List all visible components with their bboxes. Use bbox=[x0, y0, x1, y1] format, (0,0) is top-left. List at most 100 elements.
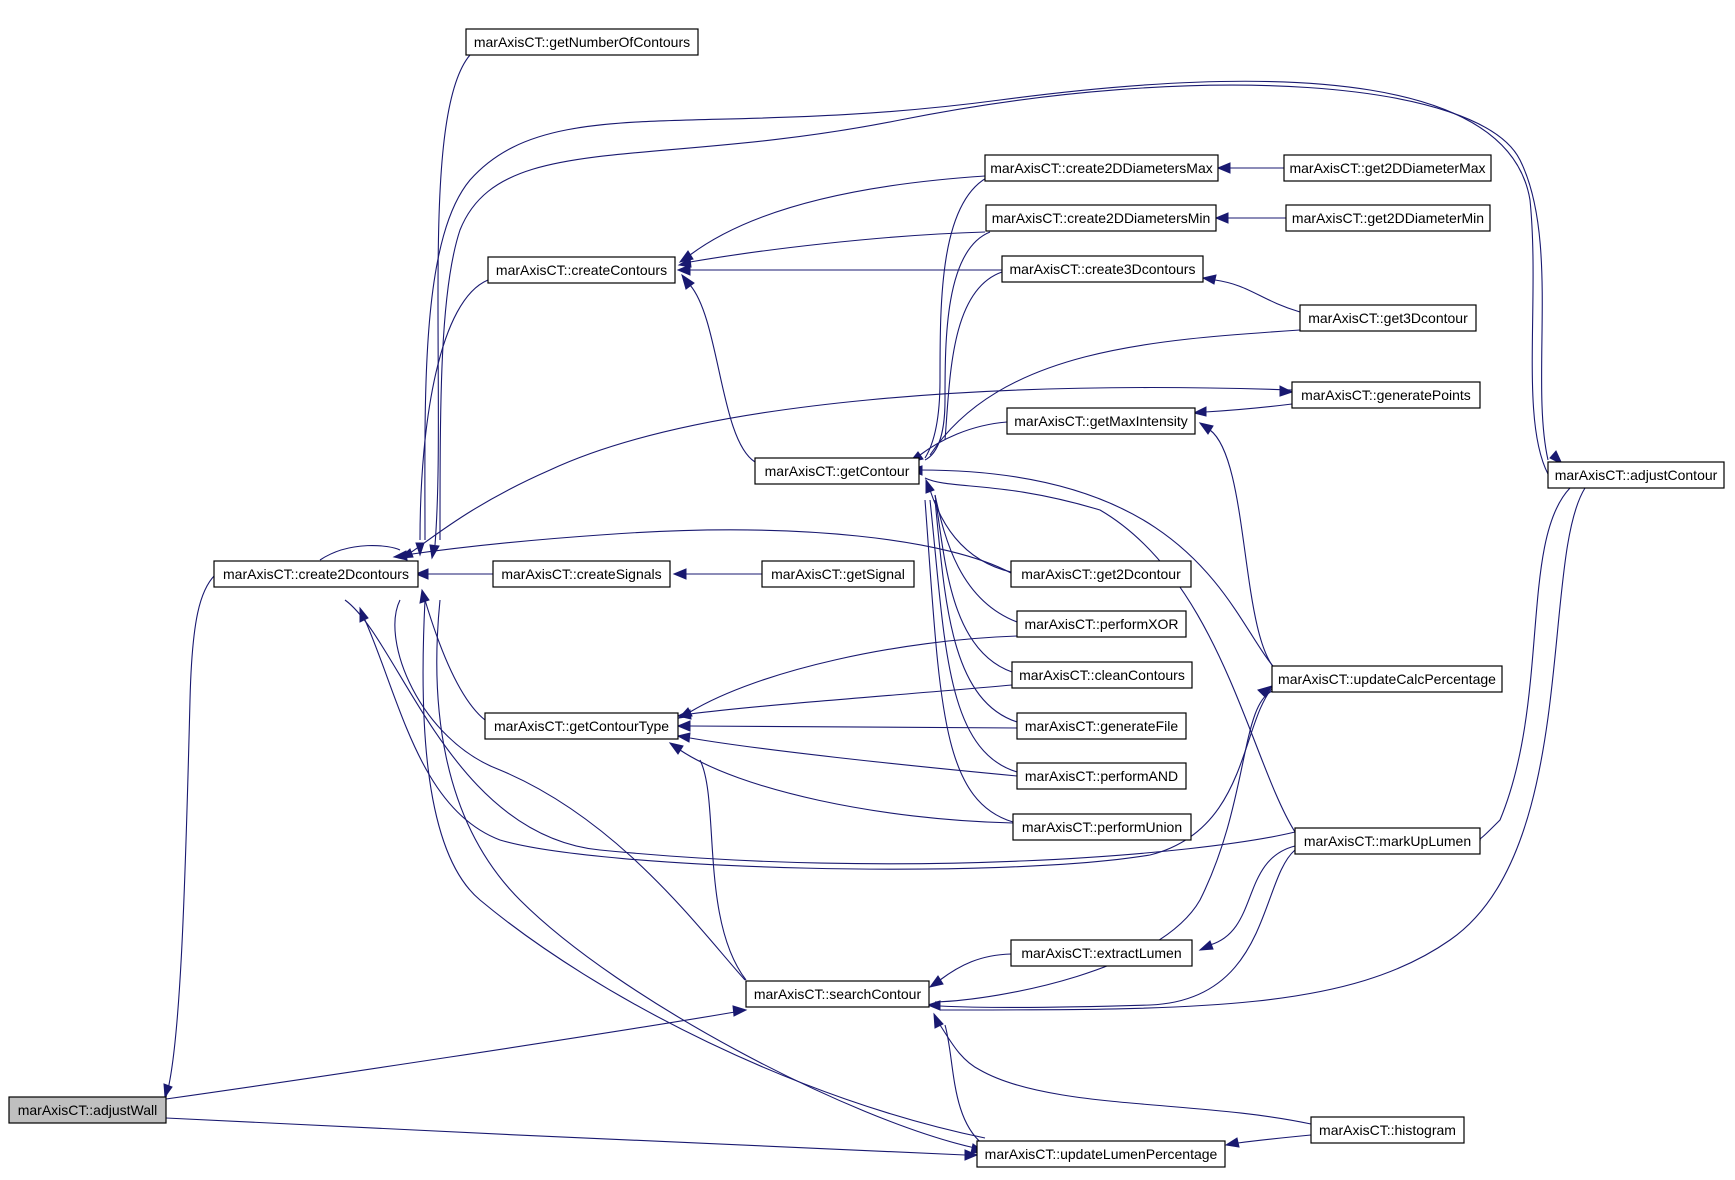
node-label: marAxisCT::createContours bbox=[496, 262, 667, 278]
node-label: marAxisCT::performAND bbox=[1025, 768, 1178, 784]
graph-nodes: marAxisCT::adjustWall marAxisCT::create2… bbox=[8, 28, 1725, 1168]
node-label: marAxisCT::extractLumen bbox=[1021, 945, 1181, 961]
node-label: marAxisCT::getMaxIntensity bbox=[1014, 413, 1188, 429]
node-label: marAxisCT::generateFile bbox=[1025, 718, 1178, 734]
arrow-icon bbox=[676, 264, 691, 276]
node-label: marAxisCT::getContour bbox=[765, 463, 910, 479]
arrow-icon bbox=[676, 732, 691, 743]
node-label: marAxisCT::create2DDiametersMin bbox=[992, 210, 1211, 226]
node-label: marAxisCT::create2DDiametersMax bbox=[990, 160, 1213, 176]
node-create2DDiametersMax[interactable]: marAxisCT::create2DDiametersMax bbox=[984, 154, 1219, 182]
node-generatePoints[interactable]: marAxisCT::generatePoints bbox=[1291, 381, 1481, 409]
node-label: marAxisCT::cleanContours bbox=[1019, 667, 1185, 683]
node-label: marAxisCT::get2DDiameterMax bbox=[1289, 160, 1485, 176]
edge bbox=[1237, 1134, 1312, 1144]
node-generateFile[interactable]: marAxisCT::generateFile bbox=[1016, 712, 1187, 740]
arrow-icon bbox=[415, 542, 425, 557]
edge bbox=[939, 487, 1586, 1011]
node-searchContour[interactable]: marAxisCT::searchContour bbox=[745, 980, 930, 1008]
edge bbox=[934, 689, 1276, 1003]
edge bbox=[436, 599, 976, 1149]
arrow-icon bbox=[1216, 162, 1231, 174]
edge bbox=[1209, 429, 1279, 673]
node-get2DDiameterMin[interactable]: marAxisCT::get2DDiameterMin bbox=[1285, 204, 1491, 232]
edge bbox=[689, 635, 1018, 713]
arrow-icon bbox=[163, 1083, 173, 1099]
node-label: marAxisCT::get3Dcontour bbox=[1308, 310, 1468, 326]
edge bbox=[924, 231, 991, 461]
edge bbox=[424, 80, 1549, 541]
arrow-icon bbox=[1279, 385, 1294, 397]
edge bbox=[679, 749, 1014, 824]
edge bbox=[929, 329, 1301, 456]
arrow-icon bbox=[1198, 422, 1214, 435]
arrow-icon bbox=[398, 548, 414, 559]
node-performXOR[interactable]: marAxisCT::performXOR bbox=[1016, 610, 1187, 638]
node-performAND[interactable]: marAxisCT::performAND bbox=[1016, 762, 1187, 790]
graph-edges bbox=[163, 54, 1586, 1161]
arrow-icon bbox=[668, 742, 684, 755]
edge bbox=[344, 599, 1296, 865]
edge bbox=[944, 271, 1003, 441]
arrow-icon bbox=[732, 1005, 748, 1017]
edge bbox=[422, 599, 986, 1139]
node-adjustWall[interactable]: marAxisCT::adjustWall bbox=[8, 1096, 167, 1124]
node-label: marAxisCT::getNumberOfContours bbox=[474, 34, 690, 50]
node-updateCalcPercentage[interactable]: marAxisCT::updateCalcPercentage bbox=[1271, 665, 1503, 693]
node-create2Dcontours[interactable]: marAxisCT::create2Dcontours bbox=[213, 560, 419, 588]
node-label: marAxisCT::searchContour bbox=[754, 986, 922, 1002]
node-adjustContour[interactable]: marAxisCT::adjustContour bbox=[1547, 461, 1725, 489]
node-performUnion[interactable]: marAxisCT::performUnion bbox=[1012, 813, 1192, 841]
edge bbox=[689, 684, 1013, 715]
node-create2DDiametersMin[interactable]: marAxisCT::create2DDiametersMin bbox=[985, 204, 1217, 232]
edge bbox=[165, 574, 216, 1098]
node-label: marAxisCT::adjustContour bbox=[1555, 467, 1718, 483]
node-get2Dcontour[interactable]: marAxisCT::get2Dcontour bbox=[1010, 560, 1192, 588]
node-label: marAxisCT::getSignal bbox=[771, 566, 905, 582]
node-getMaxIntensity[interactable]: marAxisCT::getMaxIntensity bbox=[1006, 407, 1196, 435]
edge bbox=[439, 84, 1549, 541]
edge bbox=[919, 469, 1279, 673]
arrow-icon bbox=[928, 975, 944, 988]
node-getSignal[interactable]: marAxisCT::getSignal bbox=[761, 560, 915, 588]
node-createContours[interactable]: marAxisCT::createContours bbox=[487, 256, 676, 284]
edge bbox=[689, 725, 1018, 729]
node-getContourType[interactable]: marAxisCT::getContourType bbox=[484, 712, 679, 740]
edge bbox=[434, 54, 471, 546]
edge bbox=[939, 953, 1012, 981]
node-getNumberOfContours[interactable]: marAxisCT::getNumberOfContours bbox=[465, 28, 699, 56]
node-cleanContours[interactable]: marAxisCT::cleanContours bbox=[1011, 661, 1193, 689]
arrow-icon bbox=[676, 709, 692, 720]
edge bbox=[1209, 845, 1296, 946]
node-get2DDiameterMax[interactable]: marAxisCT::get2DDiameterMax bbox=[1283, 154, 1492, 182]
edge bbox=[364, 619, 1276, 870]
edge bbox=[924, 175, 991, 459]
arrow-icon bbox=[1198, 940, 1214, 951]
arrow-icon bbox=[414, 568, 429, 580]
node-getContour[interactable]: marAxisCT::getContour bbox=[754, 457, 920, 485]
arrow-icon bbox=[926, 1000, 941, 1011]
edge bbox=[934, 499, 1018, 723]
node-updateLumenPercentage[interactable]: marAxisCT::updateLumenPercentage bbox=[976, 1140, 1226, 1168]
edge bbox=[929, 499, 1018, 773]
arrow-icon bbox=[1201, 274, 1217, 285]
arrow-icon bbox=[1257, 685, 1274, 698]
edge bbox=[919, 421, 1008, 456]
node-histogram[interactable]: marAxisCT::histogram bbox=[1310, 1116, 1465, 1144]
edge bbox=[924, 499, 1014, 823]
node-createSignals[interactable]: marAxisCT::createSignals bbox=[492, 560, 671, 588]
edge bbox=[699, 759, 747, 981]
arrow-icon bbox=[1214, 212, 1229, 224]
node-create3Dcontours[interactable]: marAxisCT::create3Dcontours bbox=[1001, 255, 1204, 283]
node-label: marAxisCT::create3Dcontours bbox=[1010, 261, 1196, 277]
arrow-icon bbox=[1549, 450, 1564, 466]
node-extractLumen[interactable]: marAxisCT::extractLumen bbox=[1010, 939, 1193, 967]
edge bbox=[319, 545, 401, 561]
node-markUpLumen[interactable]: marAxisCT::markUpLumen bbox=[1294, 827, 1481, 855]
edge bbox=[934, 494, 1013, 673]
node-get3Dcontour[interactable]: marAxisCT::get3Dcontour bbox=[1299, 304, 1477, 332]
edge bbox=[929, 489, 1012, 573]
edge bbox=[689, 231, 986, 263]
arrow-icon bbox=[676, 720, 691, 732]
edge bbox=[689, 284, 756, 463]
